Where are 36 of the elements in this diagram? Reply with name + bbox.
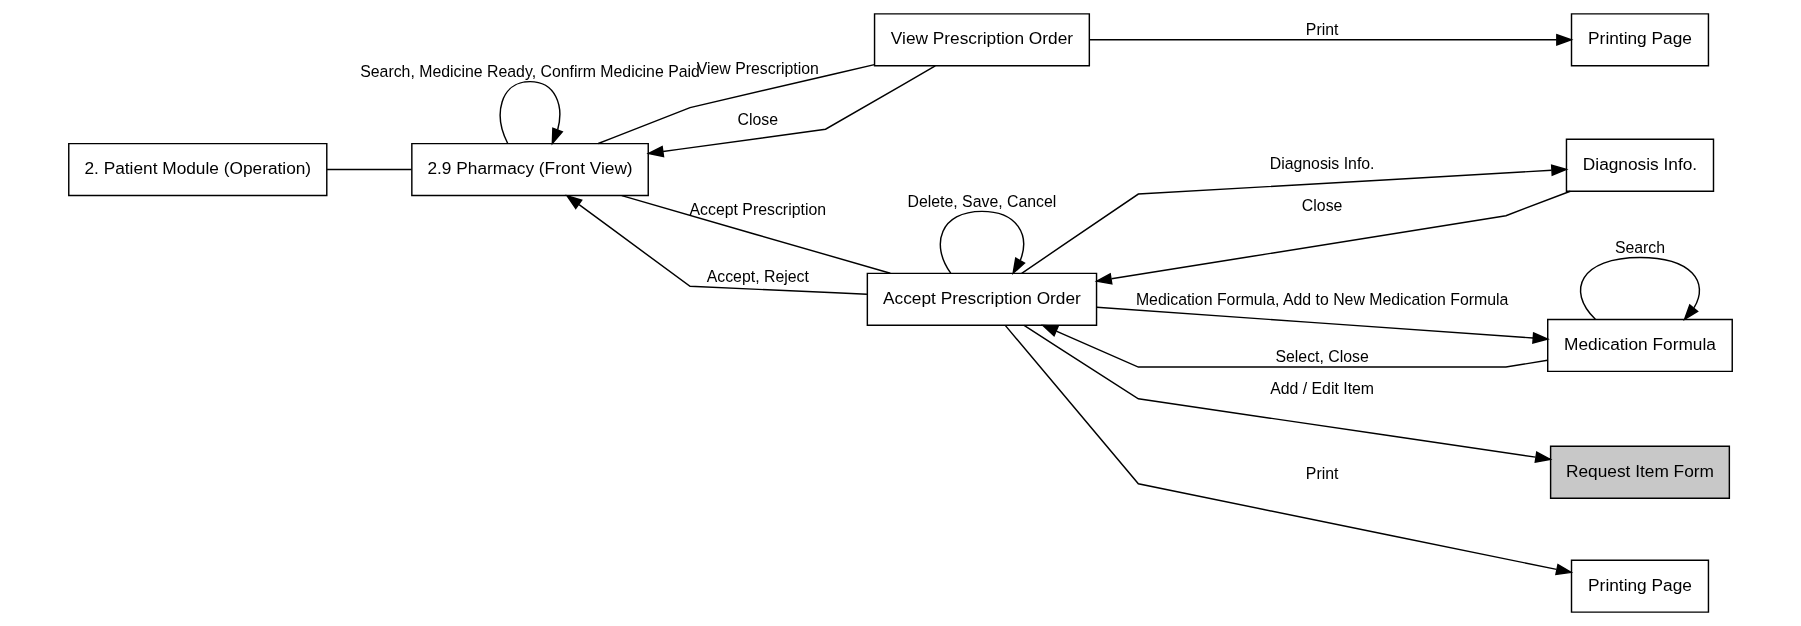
node-box: 2. Patient Module (Operation) <box>68 142 328 197</box>
arrow <box>1023 324 1553 464</box>
arrow <box>1096 306 1550 344</box>
connector <box>621 194 892 274</box>
edge-label: Close <box>1301 197 1343 215</box>
node-box: View Prescription Order <box>873 13 1091 67</box>
connector <box>326 168 413 171</box>
arrow <box>939 210 1026 276</box>
arrow <box>499 80 564 146</box>
arrow <box>1004 324 1574 576</box>
edge-label: Close <box>737 110 779 128</box>
node-box: Printing Page <box>1570 559 1710 613</box>
edge-label: Add / Edit Item <box>1270 380 1375 398</box>
node-box: Request Item Form <box>1549 445 1731 499</box>
edge-label: Diagnosis Info. <box>1269 155 1375 173</box>
arrow <box>1020 164 1569 275</box>
edge-label: Print <box>1305 21 1339 39</box>
edge-label: Search <box>1614 238 1666 256</box>
node-box: Printing Page <box>1570 13 1710 67</box>
node-box: 2.9 Pharmacy (Front View) <box>411 142 649 197</box>
edge-label: Print <box>1305 465 1339 483</box>
edge-label: Delete, Save, Cancel <box>907 192 1057 210</box>
edge-label: Medication Formula, Add to New Medication Formula <box>1135 290 1509 308</box>
edge-label: Accept, Reject <box>706 267 809 285</box>
arrow <box>1088 33 1574 46</box>
node-box: Medication Formula <box>1547 318 1733 373</box>
edge-label: Accept Prescription <box>689 201 827 219</box>
node-box: Accept Prescription Order <box>866 272 1098 326</box>
arrow <box>565 194 868 295</box>
node-box: Diagnosis Info. <box>1565 138 1715 192</box>
edge-label: Select, Close <box>1275 348 1369 366</box>
arrow <box>1040 324 1549 368</box>
arrow <box>1579 256 1701 322</box>
arrow <box>646 65 936 158</box>
connector <box>597 63 876 145</box>
arrow <box>1094 190 1571 285</box>
